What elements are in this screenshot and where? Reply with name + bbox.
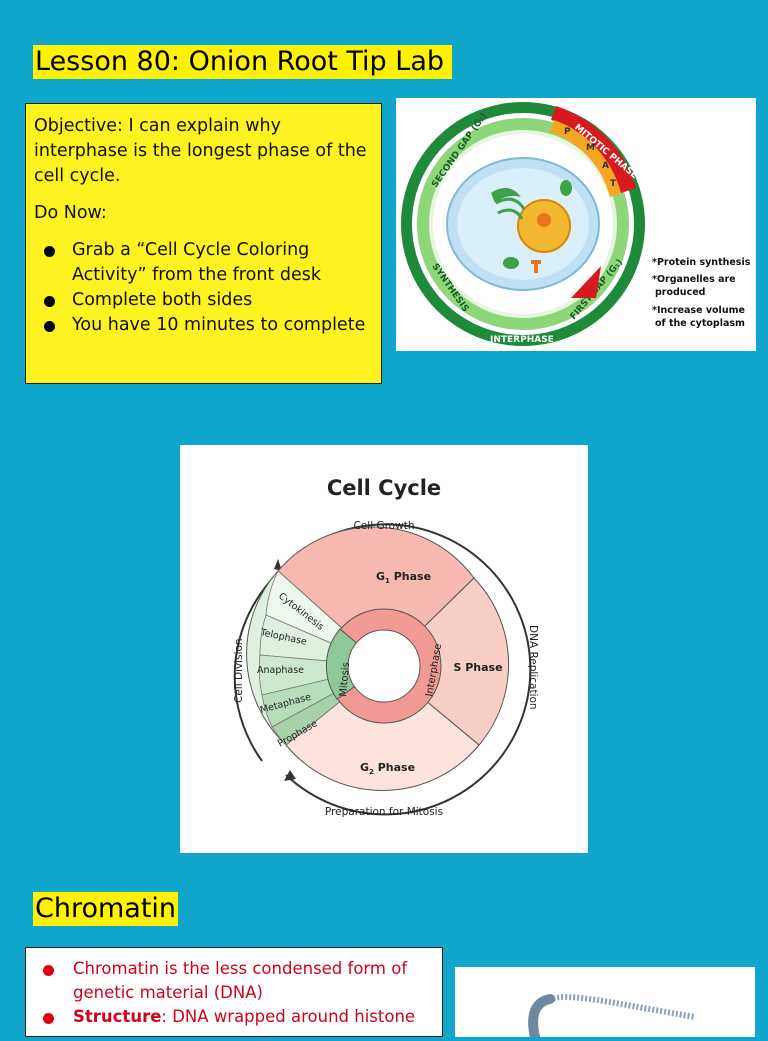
cell-cycle-ring-image: MITOTIC PHASE SECOND GAP (G₂) SYNTHESIS … (396, 98, 756, 351)
do-now-label: Do Now: (34, 203, 107, 223)
cell-division-label: Cell Division (233, 638, 245, 703)
phase-letter-m: M (586, 143, 595, 153)
cycle-arc (276, 523, 532, 816)
chromatin-fiber (530, 993, 696, 1038)
objective-text: Objective: I can explain why interphase … (34, 116, 367, 186)
arrow-icon (284, 770, 296, 781)
s-sector (383, 577, 509, 746)
chromatin-list: Chromatin is the less condensed form of … (34, 957, 434, 1029)
chromatin-box: Chromatin is the less condensed form of … (25, 947, 443, 1037)
do-now-item: Complete both sides (34, 288, 373, 313)
note-text: *Organelles are (652, 274, 736, 285)
cell-growth-label: Cell Growth (354, 520, 415, 532)
do-now-item: Grab a “Cell Cycle Coloring Activity” fr… (34, 238, 373, 288)
s-phase-label: S Phase (453, 661, 502, 674)
note-text: *Increase volume (652, 305, 745, 316)
chromatin-item-text: : DNA wrapped around histone (161, 1007, 416, 1026)
do-now-item-text: Grab a “Cell Cycle Coloring Activity” fr… (72, 240, 321, 285)
bullet-icon (44, 321, 55, 332)
bullet-icon (43, 1013, 54, 1024)
note-text: *Protein synthesis (652, 257, 751, 268)
phase-letter-t: T (610, 179, 617, 189)
do-now-item-text: You have 10 minutes to complete (72, 315, 366, 335)
g2-sector (285, 665, 480, 792)
chromatin-image (455, 967, 755, 1041)
note-text: produced (655, 287, 705, 298)
dna-replication-label: DNA Replication (527, 625, 539, 710)
mitotic-arc (551, 106, 636, 193)
g1-label: G1 Phase (376, 570, 431, 585)
do-now-list: Grab a “Cell Cycle Coloring Activity” fr… (34, 238, 373, 338)
bullet-icon (44, 246, 55, 257)
chromatin-title: Chromatin (33, 892, 179, 926)
note-text: of the cytoplasm (655, 318, 745, 329)
structure-label: Structure (73, 1007, 162, 1026)
do-now-item: You have 10 minutes to complete (34, 313, 373, 338)
g2-label: G2 Phase (360, 761, 415, 776)
chromatin-item-text: Chromatin is the less condensed form of … (73, 959, 408, 1002)
bullet-icon (44, 296, 55, 307)
arrow-icon (571, 266, 601, 298)
preparation-label: Preparation for Mitosis (325, 806, 443, 818)
mitosis-ring-label: Mitosis (338, 662, 352, 697)
chromatin-item: Chromatin is the less condensed form of … (34, 957, 434, 1005)
phase-letter-a: A (602, 161, 609, 171)
cycle-arc-division (233, 572, 279, 762)
phase-letter-p: P (564, 127, 571, 137)
g1-sector (277, 526, 475, 667)
diagram-title: Cell Cycle (327, 476, 441, 500)
interphase-label: INTERPHASE (490, 335, 554, 345)
do-now-item-text: Complete both sides (72, 290, 253, 310)
chromatin-item: Structure: DNA wrapped around histone (34, 1005, 434, 1029)
cell-cycle-diagram: Cell Cycle G1 Phase S Phase G2 Phase Int… (180, 445, 588, 853)
anaphase-label: Anaphase (257, 665, 304, 676)
objective-box: Objective: I can explain why interphase … (25, 103, 382, 384)
bullet-icon (43, 965, 54, 976)
lesson-title: Lesson 80: Onion Root Tip Lab (33, 45, 453, 79)
